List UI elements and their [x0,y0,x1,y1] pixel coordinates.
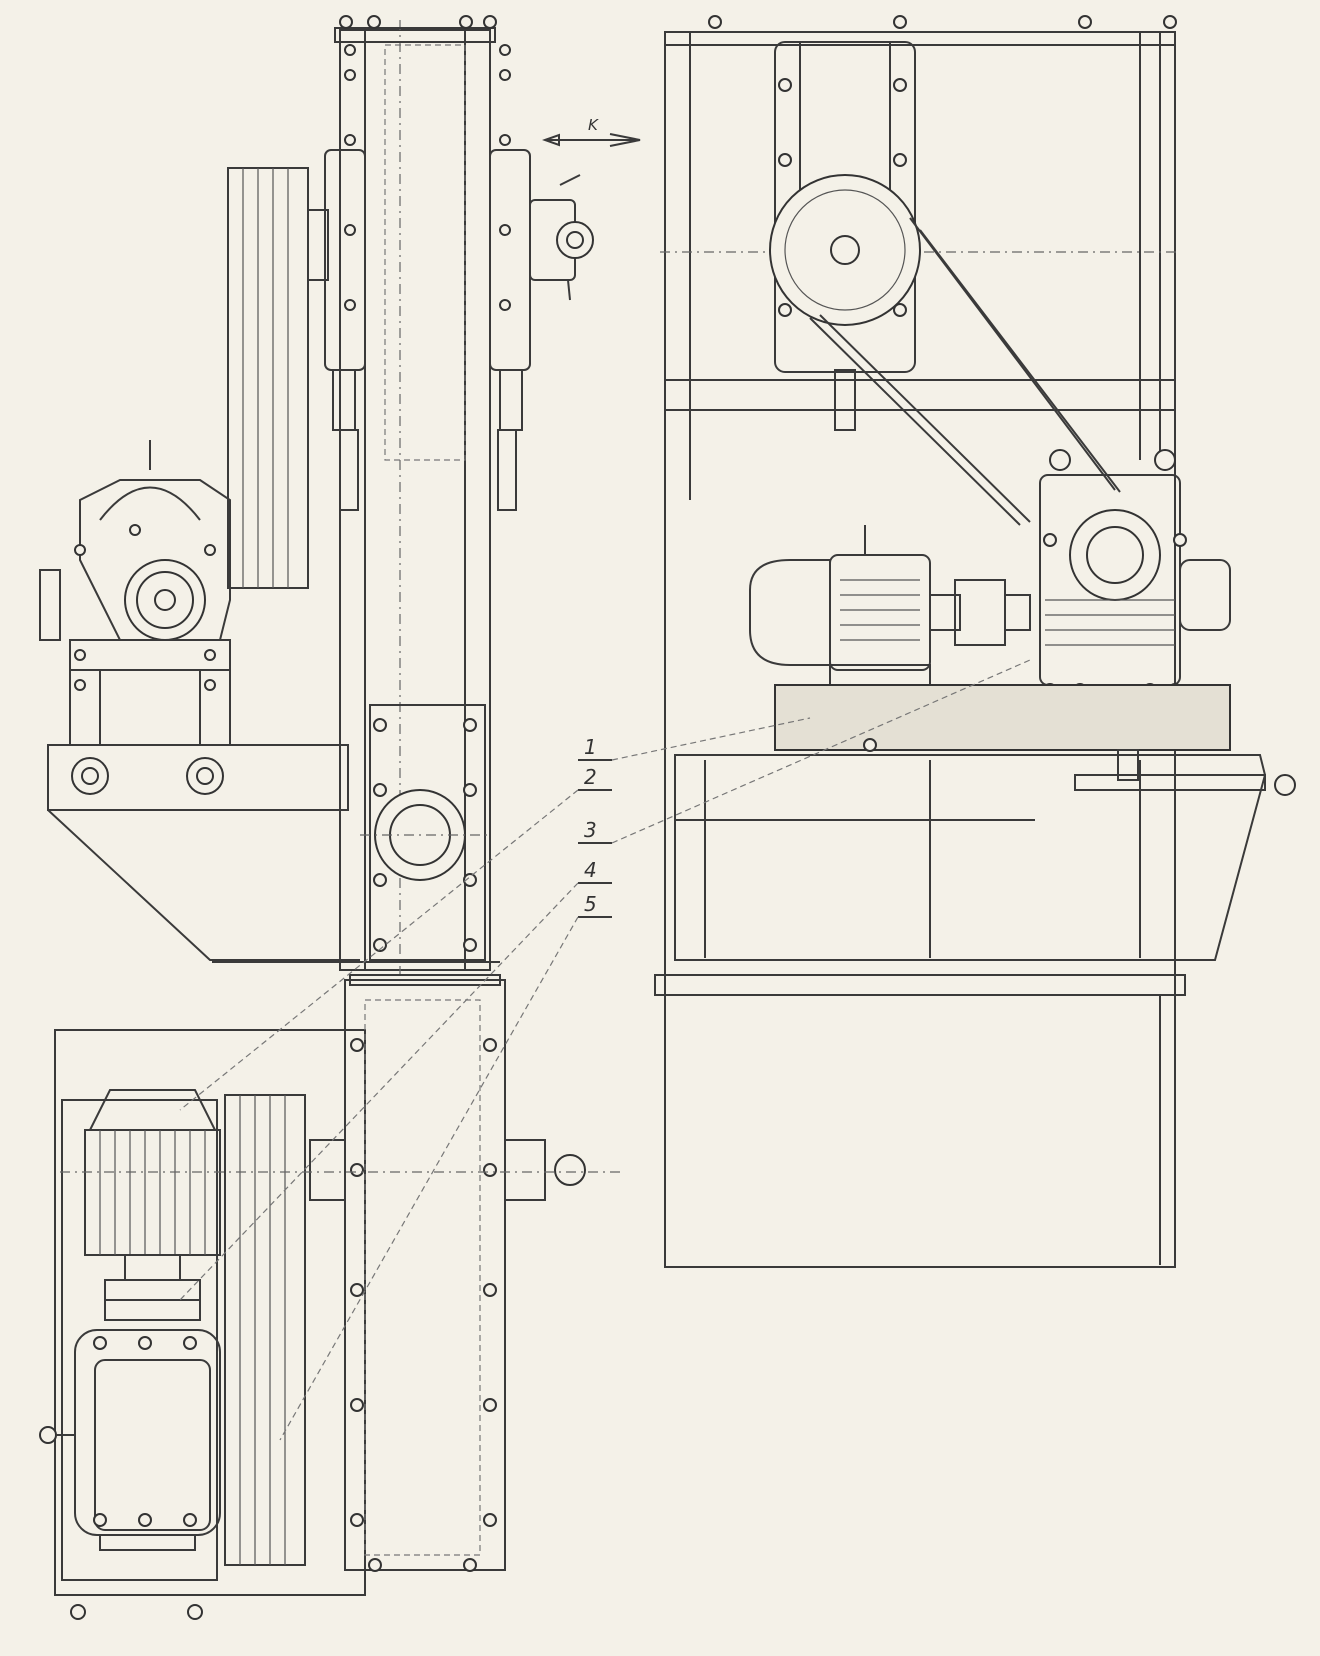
callout-3-label: 3 [584,818,597,842]
worm-gearbox-side [39,440,231,691]
callout-1-label: 1 [584,735,597,759]
callout-4-label: 4 [584,858,597,882]
motor-support [47,669,500,963]
bearing-housings [324,149,531,511]
head-bracket [774,41,916,431]
callout-2: 2 [179,765,612,1111]
gearbox-plan [39,1329,221,1551]
head-pulley [769,174,921,326]
motor-side [749,525,1031,686]
belt-pulley-side [227,167,329,589]
view-arrow-k: K [542,116,641,147]
column-bolts [339,15,511,311]
motor-plan [84,1089,221,1281]
callout-2-label: 2 [584,765,597,789]
inspection-flange [360,704,490,961]
plan-view [39,974,620,1620]
callout-5: 5 [279,892,612,1441]
side-view [654,15,1296,1268]
callout-3: 3 [578,659,1031,844]
callout-1: 1 [578,717,811,761]
view-label-k: K [588,116,599,134]
drive-base-plate [774,684,1231,752]
callout-4: 4 [179,858,612,1301]
drive-belts [809,217,1121,526]
lower-casing [654,974,1186,1265]
pulley-plan [224,1094,306,1566]
callouts: 1 2 3 4 5 [179,659,1031,1441]
coupling-plan [104,1279,201,1321]
gearbox-right [1039,449,1231,697]
tensioner-mechanism [529,174,594,301]
hopper [674,749,1296,961]
callout-5-label: 5 [584,892,597,916]
front-view: K [39,15,641,980]
